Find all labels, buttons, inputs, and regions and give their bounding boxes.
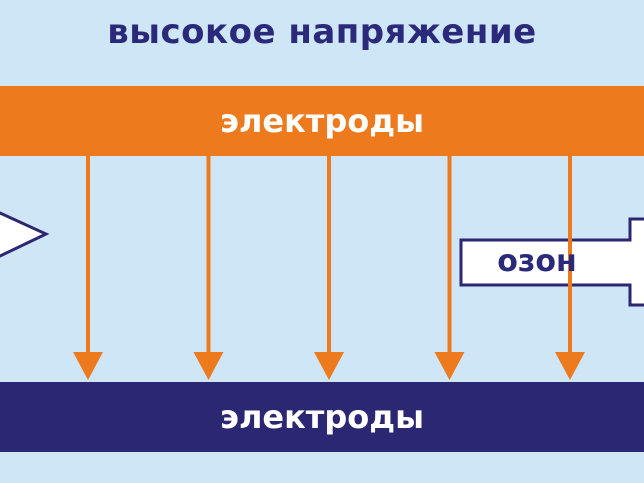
discharge-arrow-head xyxy=(555,352,585,380)
discharge-arrow-head xyxy=(434,352,465,380)
bottom-electrode-label: электроды xyxy=(219,398,425,436)
input-arrow xyxy=(0,211,50,258)
bottom-electrode-band: электроды xyxy=(0,382,644,452)
discharge-arrow-head xyxy=(193,352,224,380)
top-electrode-label: электроды xyxy=(219,102,425,140)
diagram-title: высокое напряжение xyxy=(107,12,537,52)
ozone-label: озон xyxy=(497,244,577,279)
discharge-arrow-head xyxy=(314,352,344,380)
top-electrode-band: электроды xyxy=(0,86,644,156)
output-arrow xyxy=(459,217,644,307)
discharge-arrow-head xyxy=(73,352,103,380)
